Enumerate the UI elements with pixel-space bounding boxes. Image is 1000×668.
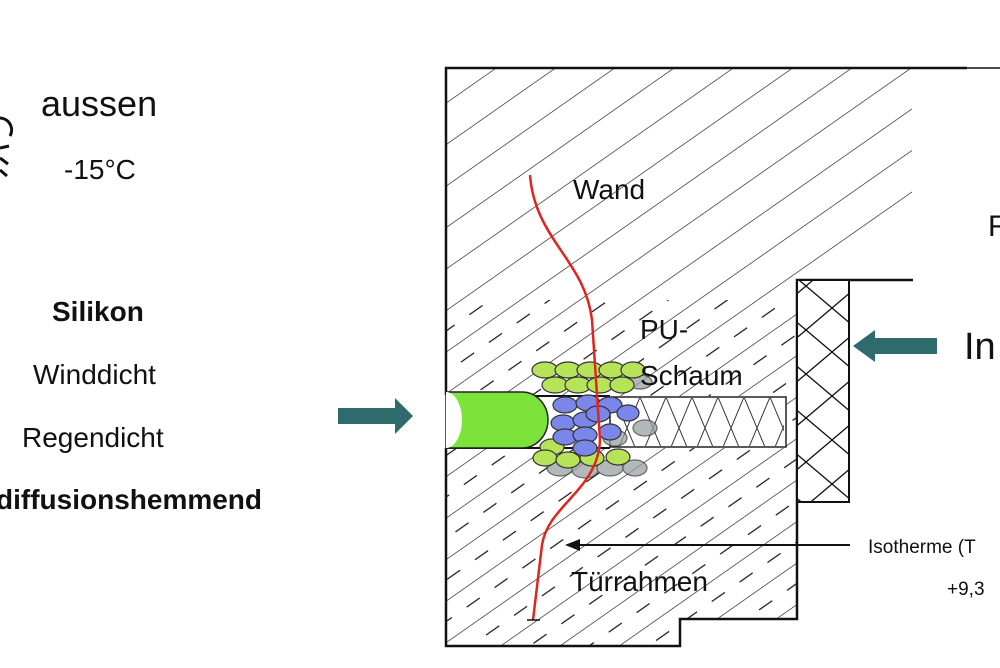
room-label: R: [988, 210, 1000, 243]
foam-label-line1: PU-: [640, 314, 689, 345]
foam-label-line2: Schaum: [640, 360, 743, 391]
isotherm-value: +9,3: [947, 579, 985, 600]
seal-property-diffusion: diffusionshemmend: [0, 484, 263, 515]
seal-property-winddicht: Winddicht: [33, 359, 156, 390]
isotherm-label: Isotherme (T: [868, 537, 976, 558]
isotherm-pointer-arrow: [565, 539, 850, 551]
wall-outline: [444, 66, 967, 395]
wall-label: Wand: [573, 174, 646, 205]
isotherm-line: [528, 174, 602, 621]
frame-label: Türrahmen: [571, 566, 708, 597]
seal-material: Silikon: [52, 296, 144, 327]
inside-label: In: [964, 326, 996, 368]
seal-property-regendicht: Regendicht: [22, 422, 164, 453]
frame-dash-hatch: [446, 300, 797, 646]
outside-label: aussen: [41, 83, 158, 124]
outside-arrow-icon: [338, 398, 413, 434]
inside-arrow-icon: [853, 330, 937, 362]
pu-foam-cells: [531, 361, 658, 479]
outside-temperature: -15°C: [64, 154, 136, 185]
silicone-seal: [445, 391, 549, 449]
cold-weather-icon: [0, 116, 14, 178]
